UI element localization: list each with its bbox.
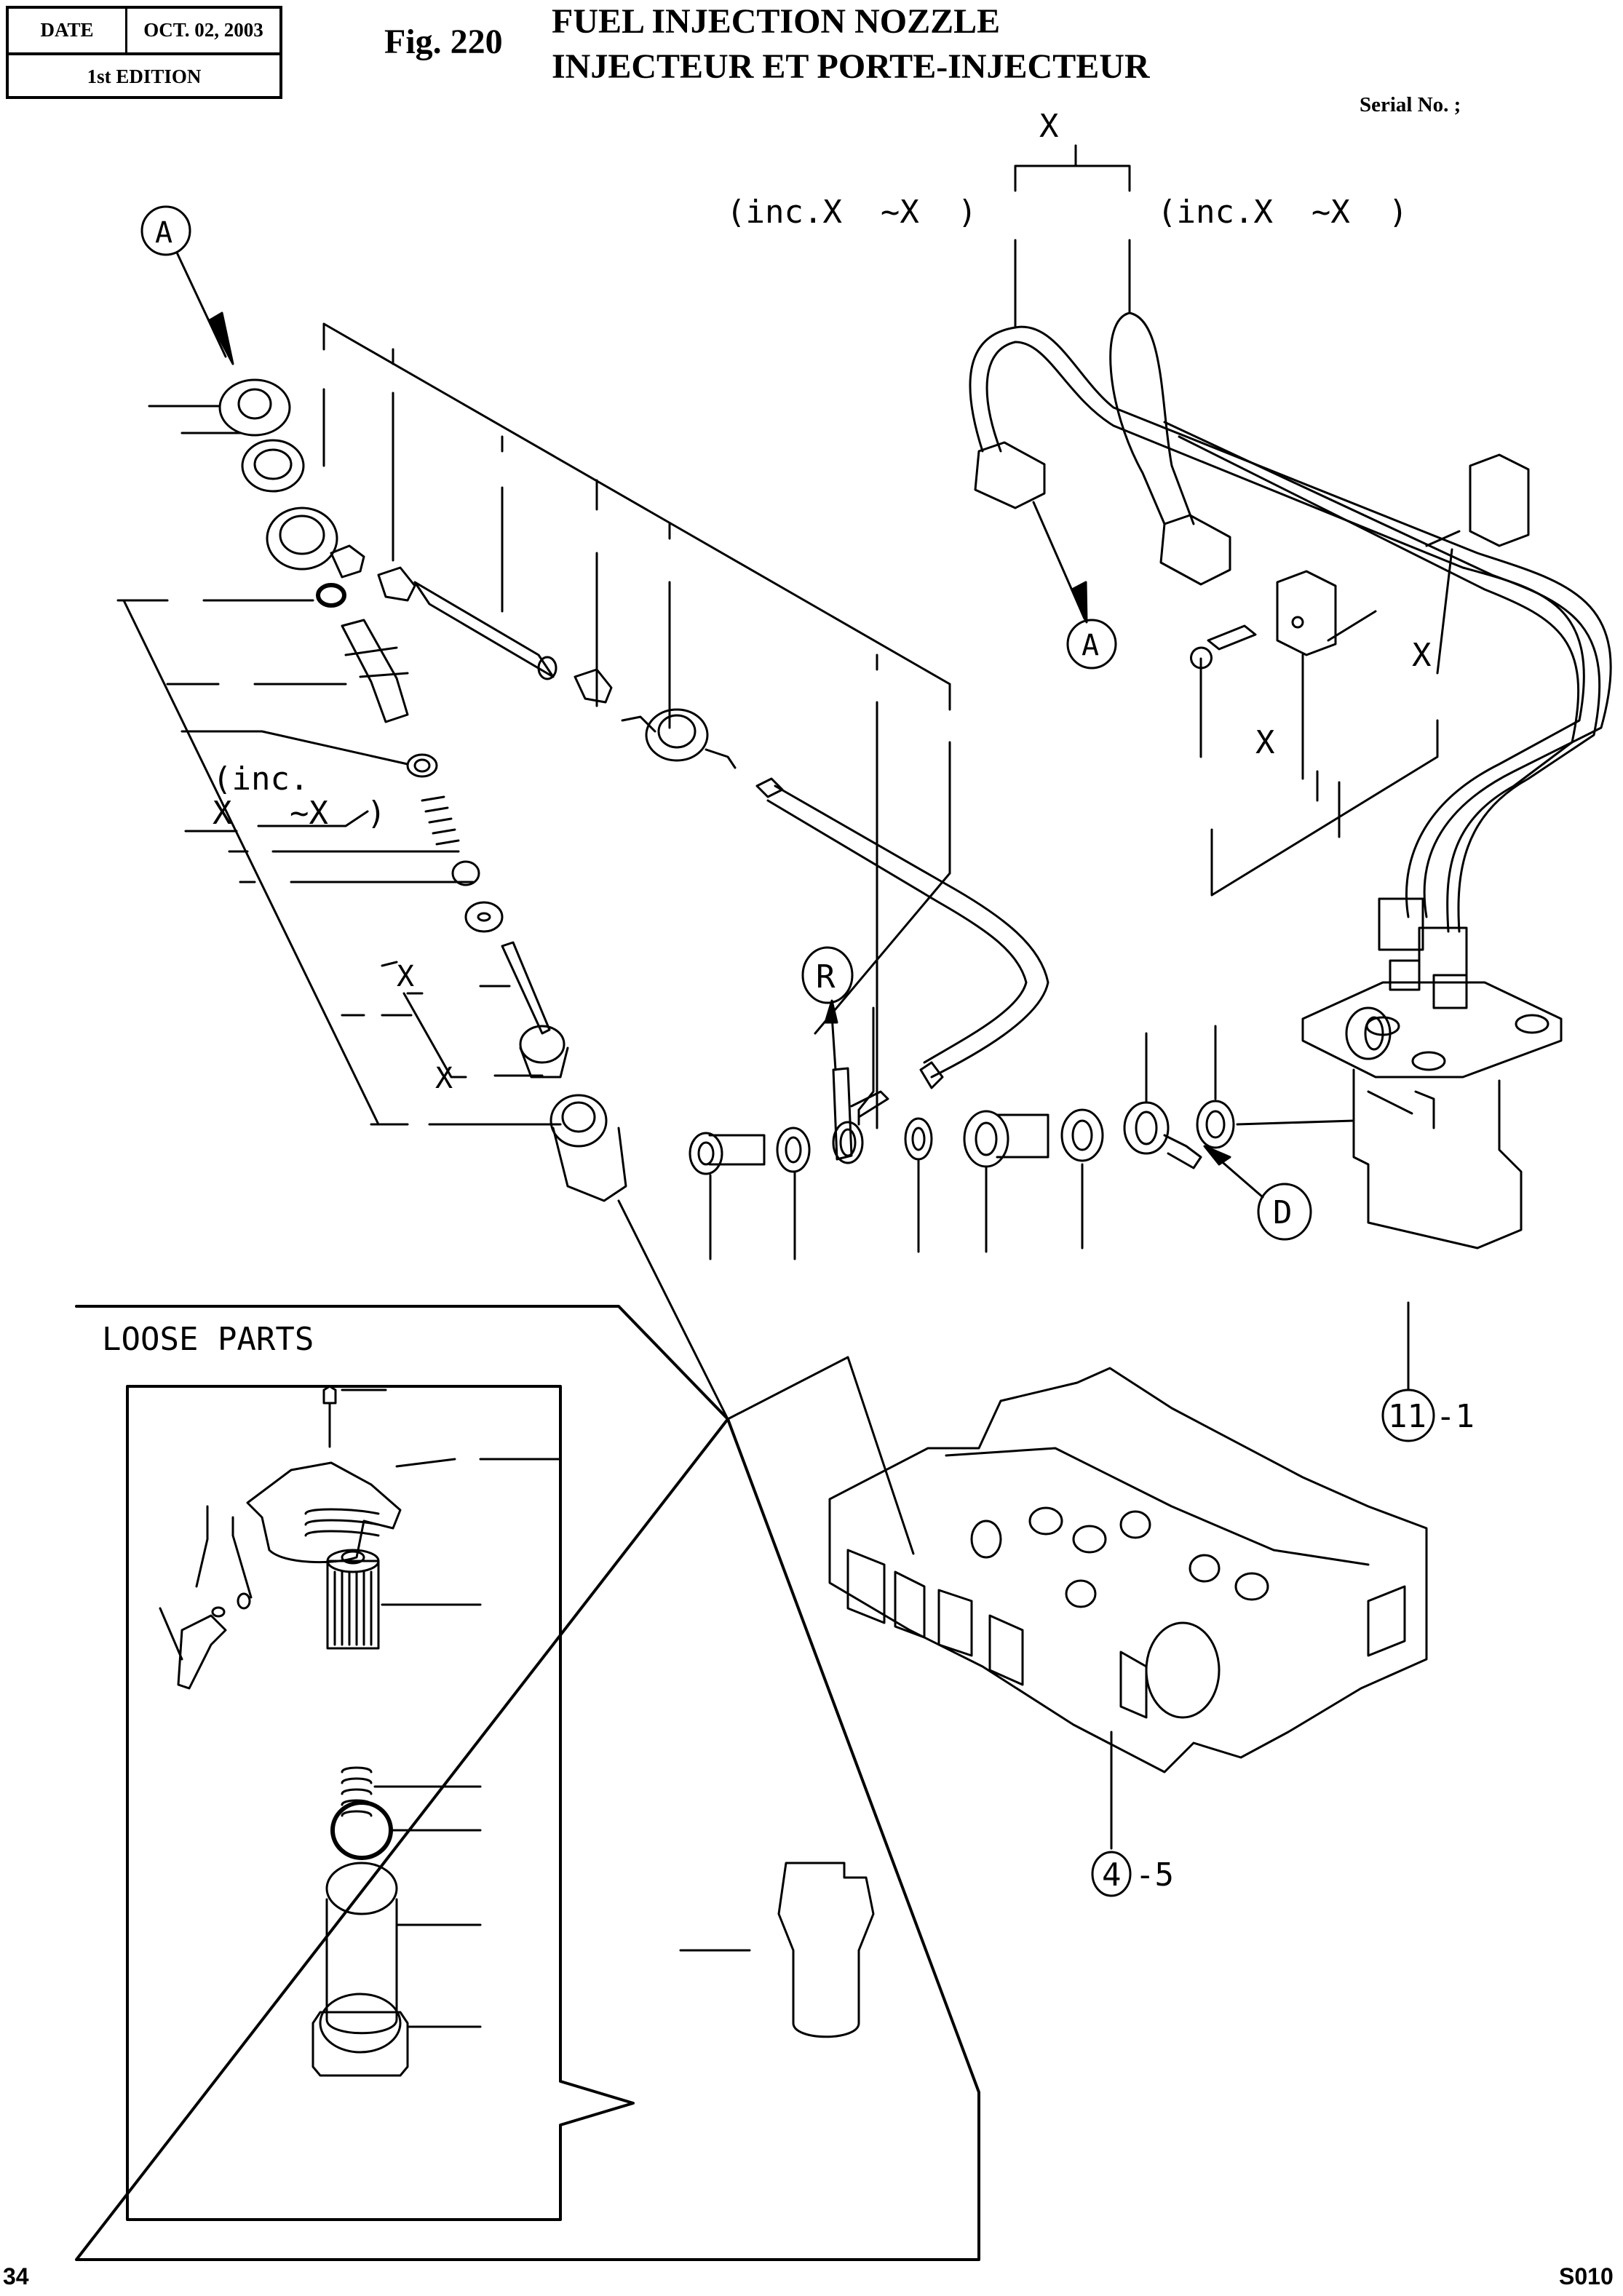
clamp-x-label-1: X — [1412, 637, 1432, 674]
edition-label: 1st EDITION — [87, 65, 202, 87]
svg-text:-5: -5 — [1135, 1856, 1174, 1894]
inc-range-right: (inc.X ~X ) — [1157, 194, 1408, 231]
callout-a-pipe: A — [1032, 501, 1117, 670]
pipe-bracket — [1014, 144, 1131, 192]
edition-info-box: DATE OCT. 02, 2003 1st EDITION — [6, 6, 282, 99]
date-row: DATE OCT. 02, 2003 — [9, 9, 279, 55]
nozzle-x-label-1: X — [397, 960, 414, 993]
date-divider — [125, 9, 127, 52]
pipe-clamp-upper — [1469, 453, 1530, 547]
svg-text:A: A — [1082, 629, 1099, 662]
svg-text:D: D — [1273, 1194, 1293, 1231]
pipe-assembly-label-group: X (inc.X ~X ) (inc.X ~X ) — [726, 108, 1408, 329]
page-number: 34 — [3, 2263, 29, 2289]
callout-r: R — [801, 946, 854, 1071]
page-code: S010 — [1559, 2263, 1614, 2289]
fuel-return-line — [755, 777, 1049, 1164]
svg-text:-1: -1 — [1436, 1398, 1475, 1435]
serial-number-label: Serial No. ; — [1360, 93, 1461, 116]
injection-pump — [1301, 959, 1563, 1391]
loose-parts-title: LOOSE PARTS — [102, 1321, 314, 1358]
top-x-label: X — [1039, 108, 1059, 145]
callout-d: D — [1203, 1145, 1312, 1241]
date-value: OCT. 02, 2003 — [143, 19, 263, 41]
return-fittings-row — [689, 1025, 1355, 1260]
figure-title-english: FUEL INJECTION NOZZLE — [552, 2, 1001, 41]
loose-parts-section: LOOSE PARTS — [75, 1305, 980, 2261]
inc-nozzle-label-1: (inc. — [213, 760, 309, 798]
figure-title-french: INJECTEUR ET PORTE-INJECTEUR — [552, 47, 1150, 86]
clamp-x-label-2: X — [1255, 724, 1275, 761]
figure-number: Fig. 220 — [384, 23, 503, 61]
svg-text:11: 11 — [1388, 1398, 1426, 1435]
date-label: DATE — [40, 19, 94, 41]
cylinder-head — [617, 1199, 1428, 1850]
nozzle-holder-parts: (inc. X ~X ) X X — [116, 322, 951, 1202]
clamp-hole — [1291, 616, 1304, 629]
nozzle-x-label-2: X — [435, 1062, 453, 1095]
svg-text:A: A — [155, 216, 172, 250]
pipe-leaders — [1014, 239, 1131, 329]
pipe-clamp-assembly: X X — [1190, 453, 1530, 897]
pump-pipe-nuts — [1378, 897, 1468, 984]
svg-text:4: 4 — [1102, 1856, 1122, 1894]
inc-range-left: (inc.X ~X ) — [726, 194, 977, 231]
callout-head-ref: 4 -5 — [1091, 1851, 1174, 1897]
callout-a-top: A — [140, 205, 234, 365]
svg-text:R: R — [816, 958, 836, 996]
callout-pump-ref: 11 -1 — [1381, 1389, 1475, 1442]
pipe-nut-left — [974, 441, 1046, 509]
pipe-nut-right — [1159, 514, 1231, 586]
leak-off-hose — [413, 581, 555, 678]
pipe-clamp-lower — [1276, 570, 1337, 656]
injection-pipes — [969, 311, 1612, 984]
